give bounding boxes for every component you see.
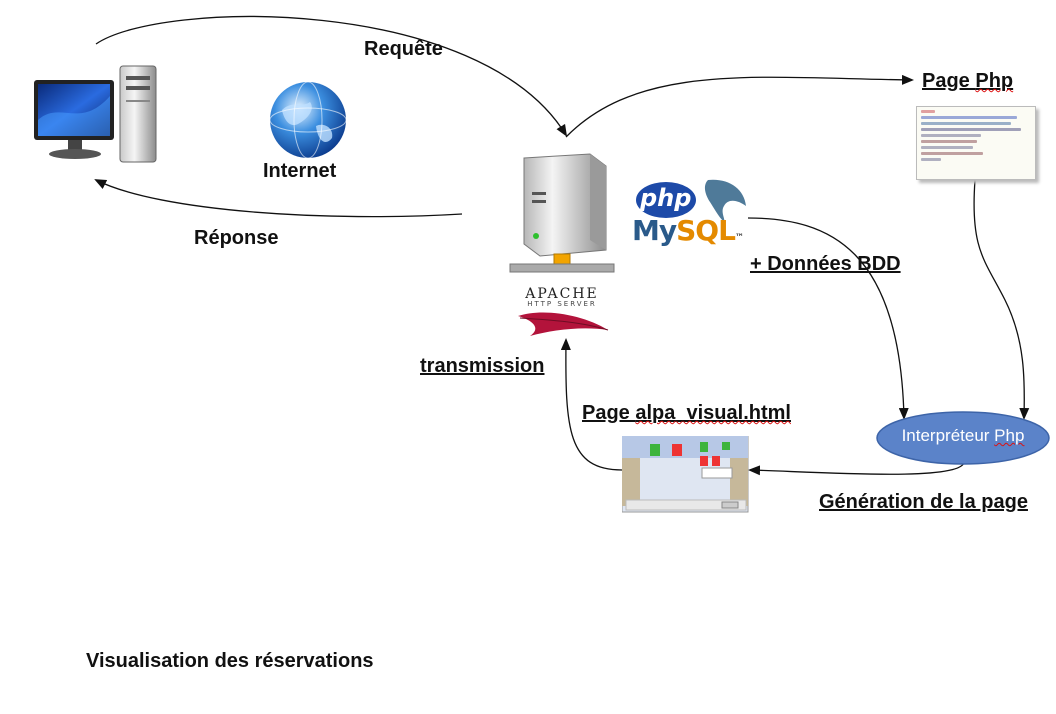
arrow-requete bbox=[95, 15, 568, 137]
mysql-sql: SQL bbox=[676, 214, 736, 247]
label-page-php: Page Php bbox=[922, 70, 1013, 93]
code-line bbox=[921, 152, 983, 155]
web-page-screenshot bbox=[622, 436, 749, 513]
feather-icon bbox=[518, 312, 609, 336]
label-reponse: Réponse bbox=[194, 227, 279, 249]
label-transmission: transmission bbox=[420, 355, 545, 377]
globe-icon bbox=[269, 81, 347, 159]
label-page-alpa-name: alpa_visual.html bbox=[635, 402, 791, 424]
label-internet: Internet bbox=[263, 160, 337, 182]
mysql-my: My bbox=[632, 214, 677, 247]
mysql-logo-text: MySQL™ bbox=[632, 214, 744, 247]
dolphin-icon bbox=[636, 179, 746, 222]
code-screenshot bbox=[916, 106, 1036, 180]
diagram-caption: Visualisation des réservations bbox=[86, 650, 374, 672]
mysql-tm: ™ bbox=[734, 233, 744, 243]
code-line bbox=[921, 128, 1021, 131]
interpreter-label-php: Php bbox=[994, 426, 1025, 445]
arrow-reponse bbox=[94, 179, 463, 218]
code-line bbox=[921, 146, 973, 149]
arrow-to-page-php bbox=[565, 74, 914, 138]
arrow-generation bbox=[748, 461, 965, 476]
arrow-php-to-interpreter bbox=[973, 179, 1030, 420]
interpreter-label-prefix: Interpréteur bbox=[901, 426, 995, 445]
label-requete: Requête bbox=[364, 38, 443, 60]
code-line bbox=[921, 110, 935, 113]
apache-logo: APACHE HTTP SERVER bbox=[512, 286, 612, 342]
code-line bbox=[921, 122, 1011, 125]
label-page-php-prefix: Page bbox=[922, 70, 976, 92]
desktop-computer-icon bbox=[34, 65, 157, 163]
apache-subtitle: HTTP SERVER bbox=[527, 300, 597, 308]
php-mysql-logo: php MySQL™ bbox=[628, 172, 752, 248]
label-donnees-bdd: + Données BDD bbox=[750, 253, 901, 275]
apache-name: APACHE bbox=[525, 286, 599, 302]
php-logo-text: php bbox=[640, 184, 692, 212]
interpreter-ellipse bbox=[876, 411, 1050, 465]
label-generation: Génération de la page bbox=[819, 491, 1028, 513]
label-page-php-word: Php bbox=[975, 70, 1014, 92]
arrow-transmission bbox=[560, 338, 623, 471]
server-icon bbox=[509, 153, 615, 273]
code-line bbox=[921, 140, 977, 143]
label-page-alpa: Page alpa_visual.html bbox=[582, 402, 791, 425]
interpreter-label: Interpréteur Php bbox=[876, 426, 1050, 446]
code-line bbox=[921, 134, 981, 137]
arrow-bdd-to-interpreter bbox=[747, 217, 909, 420]
code-line bbox=[921, 116, 1017, 119]
label-page-alpa-prefix: Page bbox=[582, 402, 636, 424]
code-line bbox=[921, 158, 941, 161]
